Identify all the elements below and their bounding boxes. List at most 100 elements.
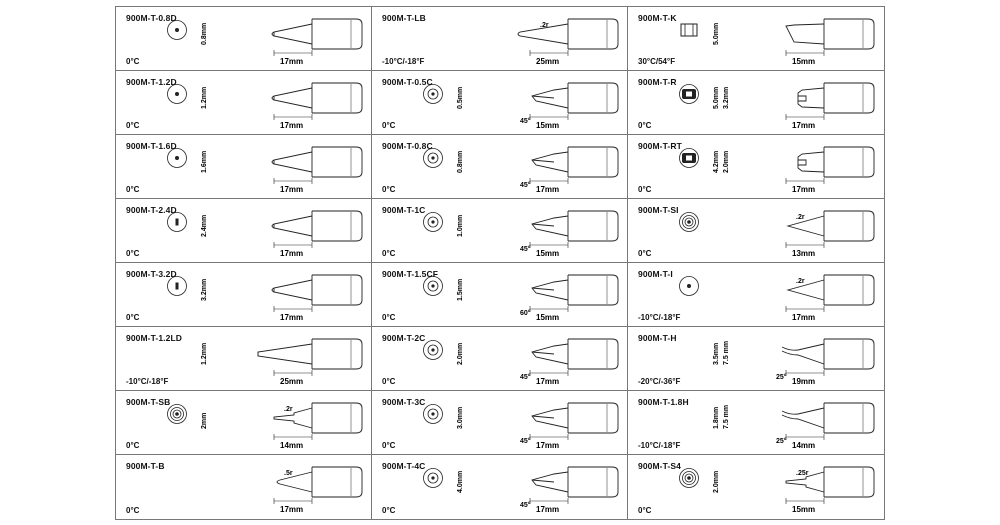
radius-label: .5r	[284, 470, 293, 477]
tip-barrel	[824, 82, 875, 114]
length-dimension	[273, 370, 313, 376]
angle-label: 45°	[520, 181, 531, 189]
tip-temperature: 0°C	[382, 313, 396, 322]
angle-label: 45°	[520, 373, 531, 381]
tip-model-name: 900M-T-LB	[382, 13, 426, 23]
face-view	[167, 148, 187, 168]
face-view	[680, 23, 698, 37]
face-view	[423, 148, 443, 168]
tip-face-icon	[423, 212, 443, 232]
face-view	[679, 84, 699, 104]
face-view	[679, 468, 699, 488]
angle-label: 60°	[520, 309, 531, 317]
diameter-label: 2.0mm	[457, 343, 464, 365]
face-view	[167, 404, 187, 424]
tip-drawing	[785, 18, 875, 50]
tip-face-icon	[423, 404, 443, 424]
tip-drawing	[797, 82, 875, 114]
tip-model-name: 900M-T-1.5CF	[382, 269, 438, 279]
tip-barrel	[312, 402, 363, 434]
tip-drawing	[531, 274, 619, 306]
radius-label: .2r	[796, 214, 805, 221]
length-label: 17mm	[280, 313, 303, 321]
tip-model-name: 900M-T-0.5C	[382, 77, 433, 87]
tip-drawing	[276, 466, 363, 498]
tip-model-name: 900M-T-2.4D	[126, 205, 177, 215]
tip-temperature: -10°C/-18°F	[382, 57, 425, 66]
tip-barrel	[568, 146, 619, 178]
diameter-label: 3.2mm	[723, 87, 730, 109]
tip-profile: 13mm .2r	[785, 210, 875, 257]
tip-temperature: 0°C	[382, 185, 396, 194]
tip-temperature: 0°C	[126, 121, 140, 130]
face-view	[423, 468, 443, 488]
tip-model-name: 900M-T-3.2D	[126, 269, 177, 279]
tip-face-icon	[679, 276, 699, 296]
length-dimension	[273, 434, 313, 440]
tip-barrel	[568, 210, 619, 242]
length-label: 17mm	[792, 121, 815, 129]
length-label: 17mm	[280, 57, 303, 65]
tip-drawing	[531, 338, 619, 370]
tip-temperature: 0°C	[382, 249, 396, 258]
tip-temperature: -10°C/-18°F	[126, 377, 169, 386]
face-view	[423, 276, 443, 296]
tip-face-icon	[679, 148, 699, 168]
tip-temperature: 0°C	[638, 185, 652, 194]
tip-model-name: 900M-T-I	[638, 269, 673, 279]
tip-temperature: -20°C/-36°F	[638, 377, 681, 386]
tip-temperature: 0°C	[382, 377, 396, 386]
radius-label: .2r	[284, 406, 293, 413]
diameter-label: 1.0mm	[457, 215, 464, 237]
diameter-label: 7.5 mm	[723, 405, 730, 429]
tip-hook	[781, 343, 825, 365]
length-dimension	[529, 178, 569, 184]
tip-model-name: 900M-T-1.2LD	[126, 333, 182, 343]
tip-model-name: 900M-T-K	[638, 13, 677, 23]
tip-profile: 25mm.2r	[517, 18, 619, 65]
tip-face-icon	[679, 212, 699, 232]
diameter-label: 2.0mm	[723, 151, 730, 173]
tip-face-icon	[167, 404, 187, 424]
length-label: 13mm	[792, 249, 815, 257]
radius-label: .25r	[796, 470, 809, 477]
face-view	[679, 276, 699, 296]
diameter-label: 3.2mm	[201, 279, 208, 301]
diameter-label: 5.0mm	[713, 23, 720, 45]
diameter-label: 0.5mm	[457, 87, 464, 109]
tip-blade	[785, 23, 825, 45]
tip-drawing	[273, 402, 363, 434]
length-dimension	[529, 242, 569, 248]
tip-barrel	[312, 82, 363, 114]
length-label: 17mm	[536, 505, 559, 513]
tip-drawing	[531, 210, 619, 242]
tip-face-icon	[167, 20, 187, 40]
tip-barrel	[312, 18, 363, 50]
tip-model-name: 900M-T-0.8C	[382, 141, 433, 151]
face-view	[679, 212, 699, 232]
length-dimension	[273, 178, 313, 184]
tip-barrel	[824, 210, 875, 242]
length-dimension	[529, 434, 569, 440]
tip-drawing	[786, 210, 875, 242]
tip-temperature: 30°C/54°F	[638, 57, 676, 66]
tip-temperature: -10°C/-18°F	[638, 441, 681, 450]
